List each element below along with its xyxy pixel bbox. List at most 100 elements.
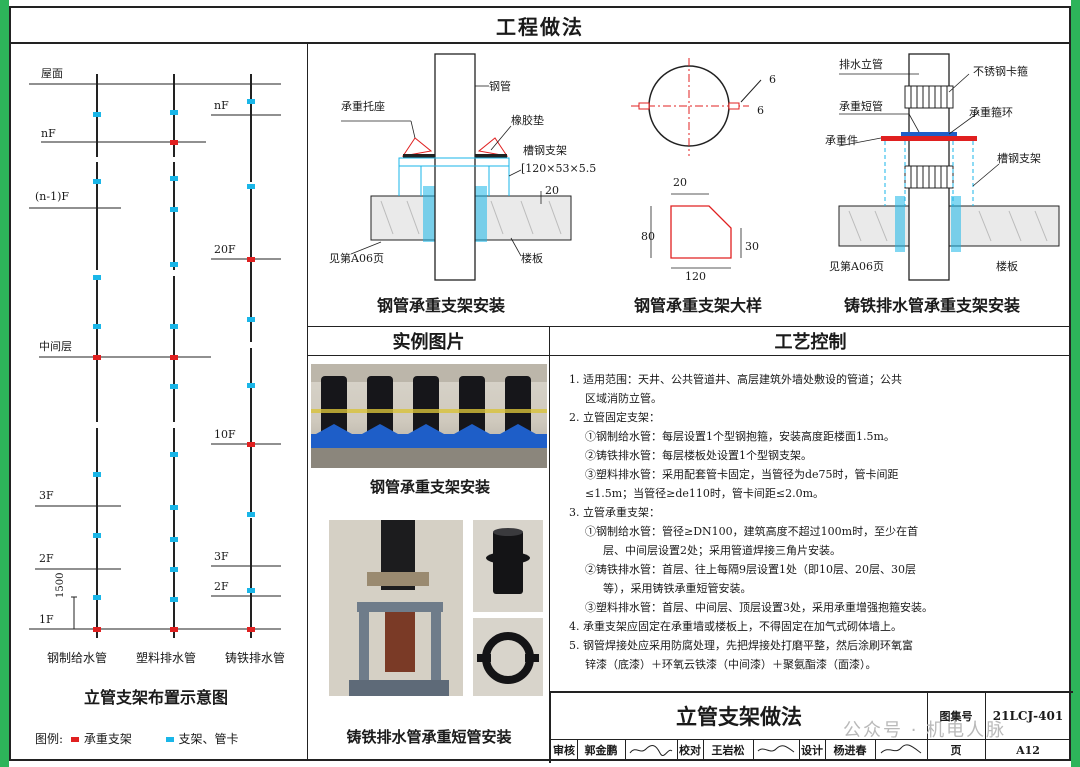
process-line: 等），采用铸铁承重短管安装。 (603, 582, 752, 595)
col3-label-2f: 2F (214, 580, 229, 593)
floor-label-3f: 3F (39, 489, 54, 502)
label-dim-6a: 6 (769, 73, 776, 86)
label-channel-bracket: 槽钢支架 (523, 144, 567, 157)
reviewer-signature (625, 739, 678, 761)
photo-iron-short-pipe-art (329, 520, 463, 696)
legend-red-swatch (70, 737, 79, 742)
photo-clamp-ring-part-art (477, 632, 539, 684)
photo-clamp-ring-part (473, 618, 543, 696)
process-header: 工艺控制 (550, 327, 1071, 356)
floor-label-2f: 2F (39, 552, 54, 565)
riser-layout-diagram (29, 74, 281, 638)
col3-label-nf: nF (214, 99, 229, 112)
floor-label-nf: nF (41, 127, 56, 140)
photos-header: 实例图片 (308, 327, 549, 356)
steel-install-caption: 钢管承重支架安装 (376, 296, 505, 315)
checker-signature-art (757, 745, 795, 753)
title-block: 立管支架做法 图集号 21LCJ-401 审核 郭金鹏 校对 王岩松 设计 杨进… (549, 691, 1073, 763)
checker-signature (753, 739, 800, 761)
label-dim-80: 80 (641, 230, 655, 243)
designer-signature-art (880, 744, 922, 754)
right-green-margin (1071, 0, 1080, 767)
photo-iron-short-pipe (329, 520, 463, 696)
label-bearing-seat: 承重托座 (341, 100, 385, 113)
atlas-number: 21LCJ-401 (985, 693, 1071, 740)
page-title: 工程做法 (11, 8, 1069, 44)
bracket-detail-drawing (631, 58, 762, 269)
label-see-page-a06: 见第A06页 (329, 252, 384, 265)
label-dim-20: 20 (673, 176, 687, 189)
atlas-label: 图集号 (927, 693, 986, 740)
photo-steel-bracket-art (311, 364, 547, 468)
pipe-label-cast-iron-drain: 铸铁排水管 (225, 651, 286, 665)
checker-name: 王岩松 (703, 739, 754, 761)
designer-name: 杨进春 (825, 739, 876, 761)
process-line: ③塑料排水管：首层、中间层、顶层设置3处，采用承重增强抱箍安装。 (585, 601, 933, 614)
pipe-label-steel-supply: 钢制给水管 (47, 651, 108, 665)
pipe-label-plastic-drain: 塑料排水管 (136, 651, 197, 665)
label-dim-6b: 6 (757, 104, 764, 117)
upper-lower-divider (307, 326, 1071, 327)
process-line: ≤1.5m；当管径≥de110时，管卡间距≤2.0m。 (585, 487, 825, 500)
floor-label-1f: 1F (39, 613, 54, 626)
label-channel-bracket: 槽钢支架 (997, 152, 1041, 165)
check-label: 校对 (677, 739, 704, 761)
process-line: 5. 钢管焊接处应采用防腐处理，先把焊接处打磨平整，然后涂刷环氧富 (569, 639, 913, 652)
floor-label-n-1f: (n-1)F (35, 190, 70, 203)
left-panel-divider (307, 42, 308, 761)
process-line: ②铸铁排水管：首层、往上每隔9层设置1处（即10层、20层、30层 (585, 563, 916, 576)
legend-blue-swatch (165, 737, 174, 742)
label-short-pipe: 承重短管 (839, 100, 883, 113)
label-steel-pipe: 钢管 (489, 80, 511, 93)
dimension-1500: 1500 (55, 572, 66, 598)
process-line: 1. 适用范围：天井、公共管道井、高层建筑外墙处敷设的管道；公共 (569, 373, 902, 386)
floor-label-roof: 屋面 (41, 67, 63, 80)
page-label: 页 (927, 739, 986, 761)
legend-prefix: 图例: (35, 732, 64, 746)
col3-label-20f: 20F (214, 243, 236, 256)
photo-caption-1: 钢管承重支架安装 (369, 478, 490, 496)
label-bearing-ring: 承重箍环 (969, 106, 1013, 119)
page-number: A12 (1016, 743, 1040, 757)
legend: 图例: 承重支架 支架、管卡 (35, 730, 239, 747)
process-line: 锌漆（底漆）＋环氧云铁漆（中间漆）＋聚氨酯漆（面漆）。 (585, 658, 877, 671)
label-rubber-pad: 橡胶垫 (511, 114, 544, 127)
process-line: 层、中间层设置2处；采用管道焊接三角片安装。 (603, 544, 841, 557)
photo-short-pipe-part-art (486, 528, 530, 594)
design-label: 设计 (799, 739, 826, 761)
label-dim-120: 120 (685, 270, 706, 283)
bracket-detail-caption: 钢管承重支架大样 (633, 296, 762, 315)
process-line: 2. 立管固定支架： (569, 411, 660, 424)
col3-label-10f: 10F (214, 428, 236, 441)
reviewer-signature-art (629, 745, 673, 756)
drawing-sheet: 工程做法 (9, 6, 1073, 763)
left-green-margin (0, 0, 9, 767)
label-bearing-part: 承重件 (825, 134, 858, 147)
label-dim-20: 20 (545, 184, 559, 197)
label-ss-clamp: 不锈钢卡箍 (973, 65, 1028, 78)
photo-steel-bracket (311, 364, 547, 468)
review-label: 审核 (551, 739, 578, 761)
label-see-page-a06: 见第A06页 (829, 260, 884, 273)
reviewer-name: 郭金鹏 (577, 739, 626, 761)
drawing-name: 立管支架做法 (551, 693, 928, 740)
photo-process-divider (549, 326, 550, 691)
iron-install-caption: 铸铁排水管承重支架安装 (843, 296, 1020, 315)
col3-label-3f: 3F (214, 550, 229, 563)
process-line: ②铸铁排水管：每层楼板处设置1个型钢支架。 (585, 449, 812, 462)
process-line: ①钢制给水管：每层设置1个型钢抱箍，安装高度距楼面1.5m。 (585, 430, 895, 443)
photo-short-pipe-part (473, 520, 543, 612)
label-drain-riser: 排水立管 (839, 58, 883, 71)
legend-red-label: 承重支架 (83, 732, 132, 746)
label-floor-slab: 楼板 (996, 260, 1018, 273)
watermark: 公众号 · 机电人脉 (843, 720, 1007, 741)
process-line: ①钢制给水管：管径≥DN100，建筑高度不超过100m时，至少在首 (585, 525, 919, 538)
label-dim-30: 30 (745, 240, 759, 253)
photo-caption-2: 铸铁排水管承重短管安装 (346, 728, 512, 746)
label-channel-spec: [120×53×5.5 (521, 162, 597, 175)
legend-blue-label: 支架、管卡 (178, 732, 239, 746)
layout-caption: 立管支架布置示意图 (83, 688, 228, 707)
floor-label-middle: 中间层 (39, 340, 72, 353)
steel-bracket-install-drawing (341, 53, 572, 281)
label-floor-slab: 楼板 (521, 252, 543, 265)
